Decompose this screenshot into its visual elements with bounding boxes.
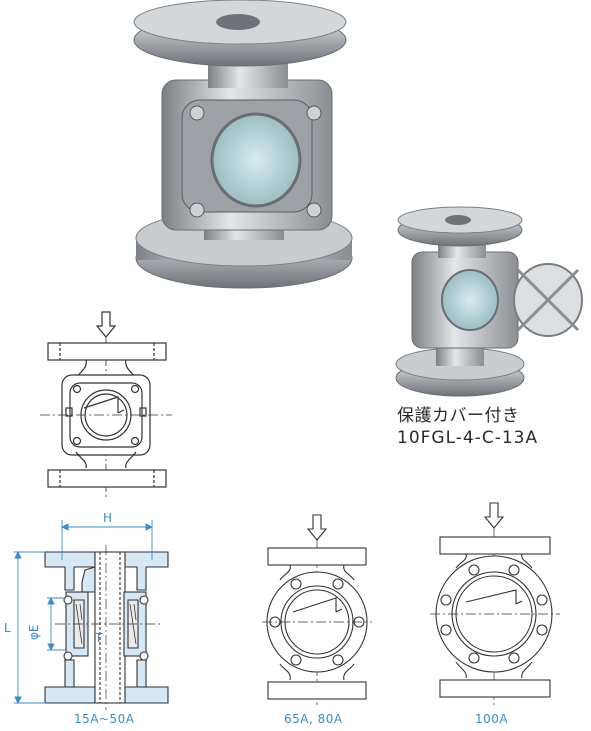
dim-e-label: φE (27, 625, 41, 641)
dim-t-label: T (94, 631, 103, 645)
dim-h-label: H (103, 511, 112, 525)
flow-arrow-icon (306, 514, 328, 541)
covered-valve-photo (395, 206, 583, 397)
caption-65-80: 65A, 80A (284, 712, 343, 726)
caption-15-50: 15A~50A (74, 712, 135, 726)
flow-arrow-icon (483, 502, 505, 529)
cover-caption-line1: 保護カバー付き (397, 406, 520, 426)
main-valve-photo (133, 0, 353, 289)
dim-l-label: L (4, 621, 11, 635)
cover-caption-model: 10FGL-4-C-13A (397, 428, 539, 448)
caption-100: 100A (475, 712, 509, 726)
